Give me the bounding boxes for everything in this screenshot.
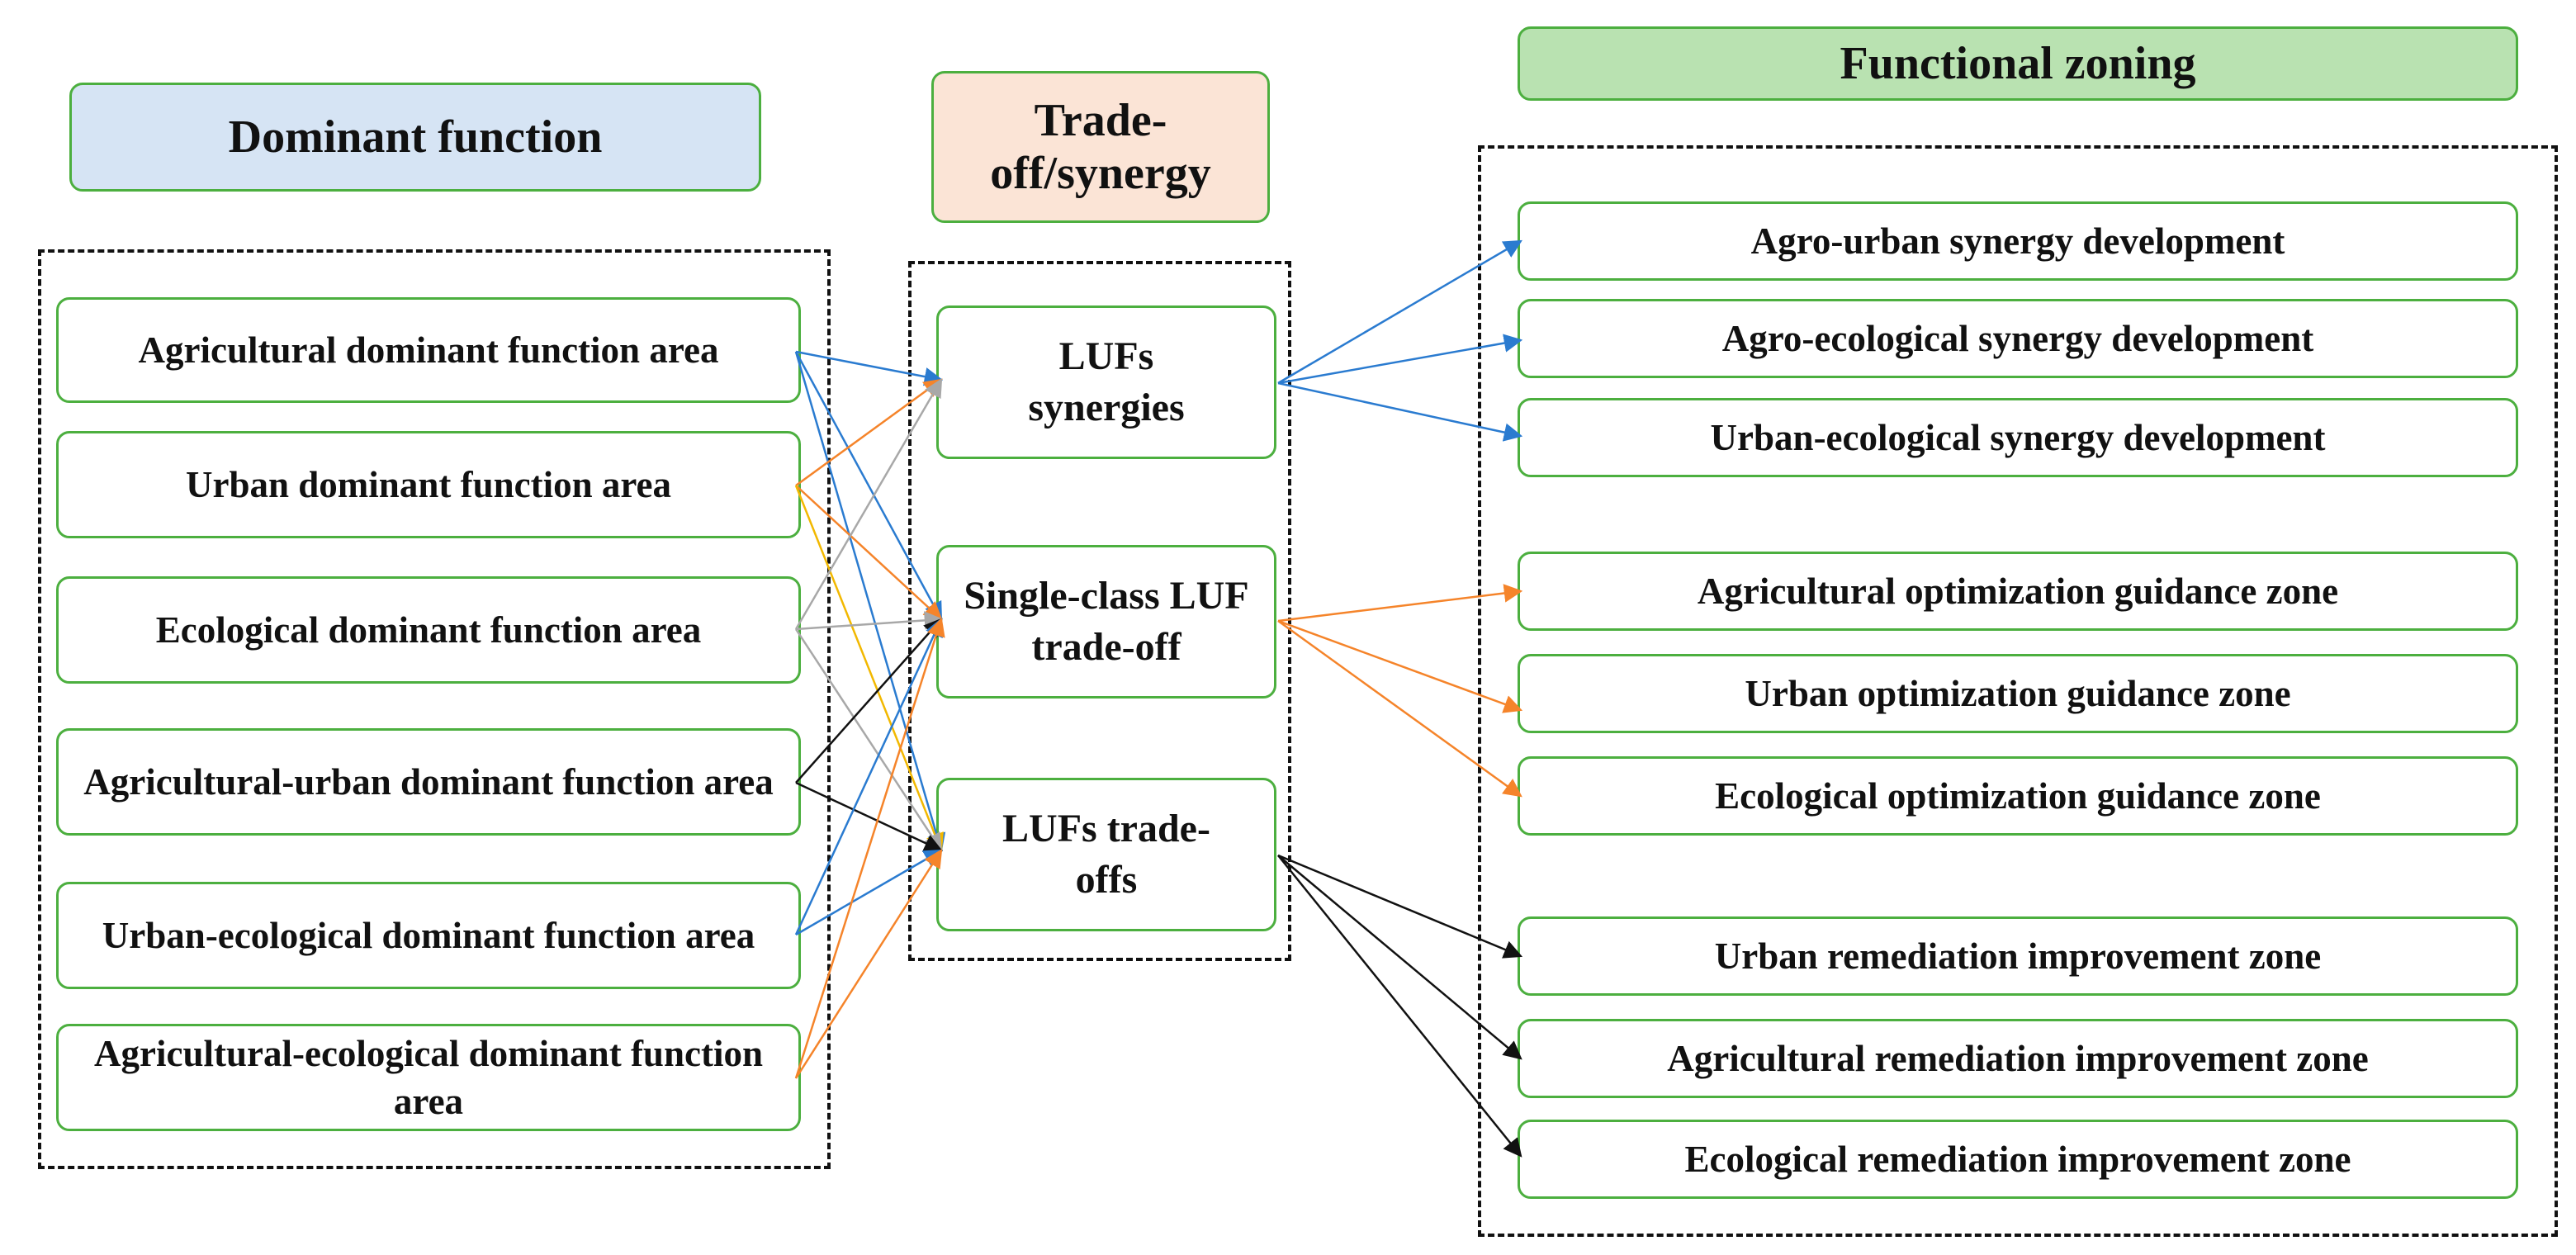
zone-agro-ecological-synergy: Agro-ecological synergy development [1518, 299, 2518, 378]
zone-urban-ecological-synergy: Urban-ecological synergy development [1518, 398, 2518, 477]
relation-single-class-tradeoff: Single-class LUF trade-off [936, 545, 1276, 699]
dominant-area-urban: Urban dominant function area [56, 431, 801, 538]
dominant-area-ecological: Ecological dominant function area [56, 576, 801, 684]
dominant-area-urban-ecological: Urban-ecological dominant function area [56, 882, 801, 989]
dominant-area-agricultural-urban: Agricultural-urban dominant function are… [56, 728, 801, 836]
dominant-area-agricultural-ecological: Agricultural-ecological dominant functio… [56, 1024, 801, 1131]
functional-zoning-header: Functional zoning [1518, 26, 2518, 101]
relation-lufs-tradeoffs: LUFs trade-offs [936, 778, 1276, 931]
relation-lufs-synergies: LUFs synergies [936, 305, 1276, 459]
dominant-area-agricultural: Agricultural dominant function area [56, 297, 801, 403]
zone-agro-urban-synergy: Agro-urban synergy development [1518, 201, 2518, 281]
zone-agricultural-optimization: Agricultural optimization guidance zone [1518, 552, 2518, 631]
zone-urban-remediation: Urban remediation improvement zone [1518, 916, 2518, 996]
dominant-function-header: Dominant function [69, 83, 761, 192]
zone-agricultural-remediation: Agricultural remediation improvement zon… [1518, 1019, 2518, 1098]
tradeoff-synergy-header: Trade-off/synergy [931, 71, 1270, 223]
zone-urban-optimization: Urban optimization guidance zone [1518, 654, 2518, 733]
zone-ecological-optimization: Ecological optimization guidance zone [1518, 756, 2518, 836]
zone-ecological-remediation: Ecological remediation improvement zone [1518, 1120, 2518, 1199]
